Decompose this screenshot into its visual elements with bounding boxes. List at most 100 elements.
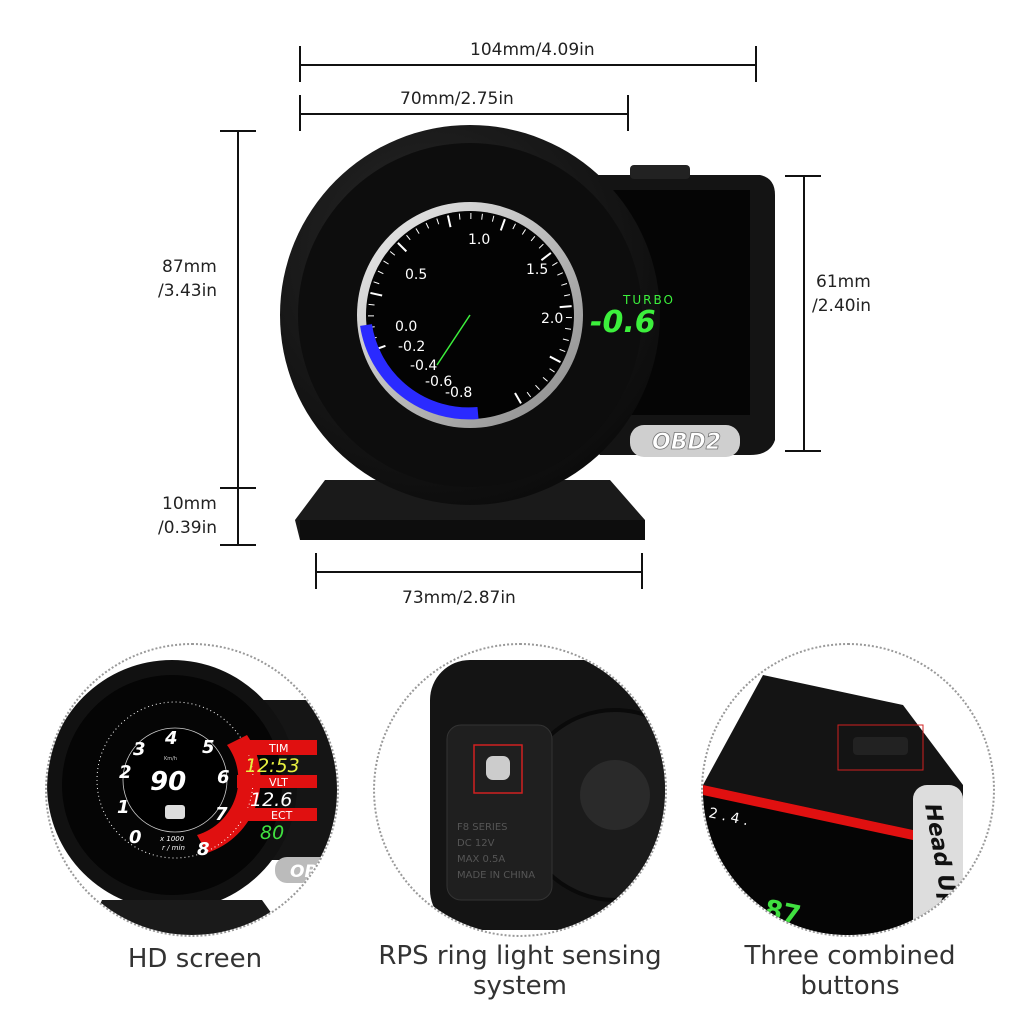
dim-label-base-width: 73mm/2.87in (402, 588, 516, 608)
panel-light-sensor: F8 SERIES DC 12V MAX 0.5A MADE IN CHINA (373, 643, 667, 937)
dim-tick (220, 487, 256, 489)
label-line: MADE IN CHINA (457, 870, 535, 881)
speed-value: 90 (150, 767, 186, 797)
speaker-grille (580, 760, 650, 830)
caption-line-2: system (473, 971, 567, 1001)
buttons-image: 2 . 4 . 87 Head Up (703, 675, 963, 935)
dim-line-screen-width (300, 113, 628, 115)
gauge-tick (557, 272, 564, 276)
dim-line-base-width (316, 571, 642, 573)
gauge-tick (512, 223, 516, 230)
gauge-tick (526, 391, 532, 398)
label-line: F8 SERIES (457, 822, 508, 833)
gauge-tick (458, 213, 461, 220)
dim-line-side-height (803, 175, 805, 451)
gauge-label: 1.5 (526, 262, 548, 278)
gauge-tick (499, 218, 506, 231)
sensor-highlight-box (473, 744, 523, 794)
gauge-tick (561, 283, 568, 286)
gauge-label: 2.0 (541, 311, 563, 327)
rpm-label: 7 (215, 804, 228, 825)
gauge-tick (549, 368, 555, 373)
gauge-tick (446, 215, 452, 228)
dim-label-base-height-in: /0.39in (158, 518, 218, 538)
caption-line-1: RPS ring light sensing (378, 941, 662, 971)
dim-label-total-width: 104mm/4.09in (470, 40, 595, 60)
gauge-label: -0.4 (410, 358, 437, 374)
light-sensor-image: F8 SERIES DC 12V MAX 0.5A MADE IN CHINA (430, 660, 665, 930)
vlt-label: VLT (269, 776, 288, 789)
gauge-label: 0.0 (395, 319, 417, 335)
gauge-tick (481, 213, 483, 220)
buttons-highlight-box (837, 724, 924, 771)
rpm-unit: x 1000 (159, 835, 185, 843)
caption-buttons: Three combined buttons (715, 941, 985, 1001)
obd2-badge-text: OBD2 (652, 430, 721, 455)
gauge-tick (415, 228, 420, 234)
caption-hd-screen: HD screen (127, 944, 263, 974)
buttons (853, 737, 908, 755)
gauge-tick (436, 218, 440, 225)
gauge-label: -0.6 (425, 374, 452, 390)
gauge-tick (383, 260, 389, 265)
dim-tick (627, 95, 629, 131)
caption-line-2: buttons (800, 971, 900, 1001)
gauge-tick (559, 305, 572, 309)
device-label-text: F8 SERIES DC 12V MAX 0.5A MADE IN CHINA (457, 822, 535, 881)
dim-line-total-width (300, 64, 756, 66)
label-line: DC 12V (457, 838, 495, 849)
dim-label-height-in: /3.43in (158, 281, 218, 301)
rpm-unit-2: r / min (162, 844, 185, 852)
gauge-tick (540, 252, 552, 262)
rpm-label: 3 (133, 739, 146, 760)
gauge-tick (514, 392, 522, 404)
screen-value: 87 (762, 895, 804, 932)
rpm-label: 1 (117, 797, 130, 818)
dim-tick (785, 175, 821, 177)
gauge-tick (563, 294, 571, 297)
dim-label-height-mm: 87mm (162, 257, 217, 277)
rpm-label: 2 (119, 762, 132, 783)
gauge-tick (377, 270, 384, 275)
gauge-tick (535, 384, 540, 390)
dim-label-side-height-in: /2.40in (812, 296, 872, 316)
car-icon (165, 805, 185, 819)
gauge-tick (562, 338, 569, 342)
speed-unit: Km/h (164, 756, 177, 762)
gauge-tick (406, 234, 411, 241)
dim-tick (299, 46, 301, 82)
label-line: MAX 0.5A (457, 854, 505, 865)
dim-tick (755, 46, 757, 82)
caption-line-1: Three combined (744, 941, 956, 971)
gauge-tick (389, 251, 396, 256)
gauge-tick (559, 348, 566, 353)
obd-badge: OBD (290, 862, 332, 882)
gauge-tick (564, 327, 572, 330)
rpm-label: 8 (197, 839, 210, 860)
light-sensor (486, 756, 510, 780)
dim-line-height (237, 130, 239, 545)
dim-label-screen-width: 70mm/2.75in (400, 89, 514, 109)
gauge-tick (373, 281, 380, 285)
obd2-badge (630, 425, 740, 457)
gauge-tick (538, 243, 544, 249)
gauge-tick (542, 376, 548, 382)
turbo-value: -0.6 (590, 305, 656, 340)
dim-label-side-height-mm: 61mm (816, 272, 871, 292)
rpm-label: 0 (129, 827, 142, 848)
dim-label-base-height-mm: 10mm (162, 494, 217, 514)
gauge-tick (368, 303, 375, 306)
gauge-tick (397, 242, 408, 253)
tim-label: TIM (268, 742, 288, 755)
gauge-tick (549, 355, 561, 363)
gauge-tick (491, 215, 495, 222)
dim-tick (785, 450, 821, 452)
turbo-label: TURBO (622, 293, 675, 307)
dim-tick (299, 95, 301, 131)
gauge-tick (530, 235, 536, 242)
tim-value: 12:53 (245, 755, 300, 777)
gauge-label: -0.8 (445, 385, 472, 401)
